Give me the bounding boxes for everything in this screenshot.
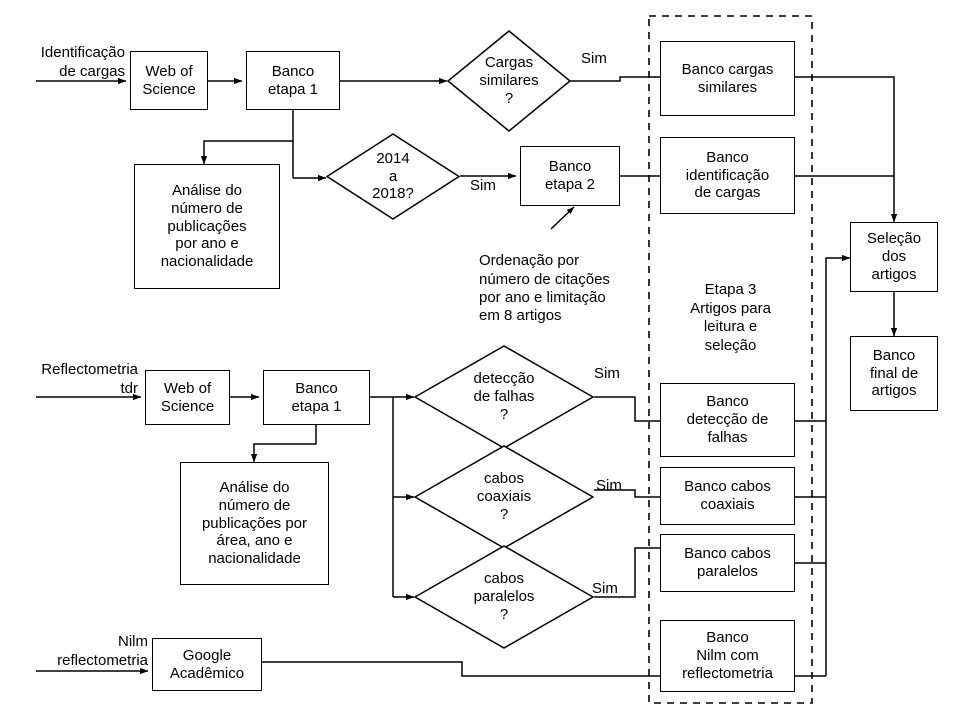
node-label: Banco identificação de cargas <box>685 148 770 202</box>
edge-banco1-to-analise <box>200 140 293 165</box>
diamond-shape <box>326 133 460 220</box>
node-selecao-dos-artigos[interactable]: Seleção dos artigos <box>850 222 938 292</box>
node-analise-publicacoes-ano-nacionalidade[interactable]: Análise do número de publicações por ano… <box>134 164 280 289</box>
edge-label-sim-paralelos: Sim <box>592 580 618 597</box>
input-label-identificacao-de-cargas: Identificação de cargas <box>10 26 125 81</box>
edge-note-to-banco2 <box>550 206 575 230</box>
edge-label-sim-cargas-similares: Sim <box>581 50 607 67</box>
input-label-text: Nilm reflectometria <box>57 633 148 669</box>
node-label: Banco cabos coaxiais <box>684 478 771 513</box>
node-label: Banco final de artigos <box>869 346 919 400</box>
node-banco-cargas-similares[interactable]: Banco cargas similares <box>660 41 795 116</box>
node-label: Análise do número de publicações por áre… <box>201 479 308 568</box>
edge-label-text: Sim <box>596 477 622 494</box>
edge-label-text: Sim <box>470 177 496 194</box>
edge-banco1b-to-analise2 <box>250 425 317 463</box>
node-label: Banco cargas similares <box>681 60 774 96</box>
decision-label: detecção de falhas ? <box>473 370 535 423</box>
decision-cabos-coaxiais[interactable]: cabos coaxiais ? <box>414 445 594 549</box>
node-banco-etapa-1-bottom[interactable]: Banco etapa 1 <box>263 370 370 425</box>
edge-cargas-similares-sim <box>570 73 697 82</box>
node-label: Banco detecção de falhas <box>686 393 769 446</box>
node-label: Web of Science <box>160 379 215 415</box>
node-label: Web of Science <box>142 62 196 98</box>
node-label: Banco Nilm com reflectometria <box>682 629 773 682</box>
input-label-nilm-reflectometria: Nilm reflectometria <box>8 615 148 670</box>
diamond-shape <box>414 545 594 649</box>
edge-label-sim-anos: Sim <box>470 177 496 194</box>
node-banco-cabos-coaxiais[interactable]: Banco cabos coaxiais <box>660 467 795 525</box>
edge-label-text: Sim <box>581 50 607 67</box>
edge-label-sim-deteccao: Sim <box>594 365 620 382</box>
group-label-text: Etapa 3 Artigos para leitura e seleção <box>690 280 771 354</box>
diamond-shape <box>447 30 571 132</box>
node-banco-identificacao-de-cargas[interactable]: Banco identificação de cargas <box>660 137 795 214</box>
annotation-ordenacao-por-numero-de-citacoes: Ordenação por número de citações por ano… <box>479 234 654 325</box>
node-google-academico[interactable]: Google Acadêmico <box>152 638 262 691</box>
decision-deteccao-de-falhas[interactable]: detecção de falhas ? <box>414 345 594 449</box>
input-label-reflectometria-tdr: Reflectometria tdr <box>8 343 138 398</box>
node-label: Análise do número de publicações por ano… <box>160 182 254 271</box>
node-banco-etapa-1-top[interactable]: Banco etapa 1 <box>246 51 340 110</box>
edge-bcargas-right <box>795 76 898 223</box>
annotation-text: Ordenação por número de citações por ano… <box>479 252 610 325</box>
etapa3-dashed-border <box>648 15 813 704</box>
edge-google-to-bnilm <box>262 661 697 680</box>
node-web-of-science-1[interactable]: Web of Science <box>130 51 208 110</box>
input-label-text: Identificação de cargas <box>40 44 125 80</box>
decision-label: Cargas similares ? <box>479 54 539 107</box>
edge-lower-bus-to-selecao <box>825 254 851 676</box>
group-label-etapa-3: Etapa 3 Artigos para leitura e seleção <box>653 262 808 356</box>
node-label: Banco etapa 1 <box>267 62 319 98</box>
edge-label-sim-coaxiais: Sim <box>596 477 622 494</box>
node-banco-cabos-paralelos[interactable]: Banco cabos paralelos <box>660 534 795 592</box>
decision-label: cabos paralelos ? <box>473 570 535 623</box>
node-label: Banco cabos paralelos <box>684 545 771 580</box>
decision-2014-a-2018[interactable]: 2014 a 2018? <box>326 133 460 220</box>
node-banco-final-de-artigos[interactable]: Banco final de artigos <box>850 336 938 411</box>
node-label: Seleção dos artigos <box>866 230 922 283</box>
node-analise-publicacoes-area-ano-nacionalidade[interactable]: Análise do número de publicações por áre… <box>180 462 329 585</box>
node-banco-nilm-com-reflectometria[interactable]: Banco Nilm com reflectometria <box>660 620 795 692</box>
node-label: Banco etapa 1 <box>291 379 342 415</box>
input-label-text: Reflectometria tdr <box>41 361 138 397</box>
decision-label: cabos coaxiais ? <box>476 470 532 523</box>
decision-label: 2014 a 2018? <box>372 149 414 203</box>
edge-label-text: Sim <box>594 365 620 382</box>
edge-label-text: Sim <box>592 580 618 597</box>
node-banco-deteccao-de-falhas[interactable]: Banco detecção de falhas <box>660 383 795 457</box>
node-label: Google Acadêmico <box>169 646 245 682</box>
node-label: Banco etapa 2 <box>544 158 596 193</box>
decision-cargas-similares[interactable]: Cargas similares ? <box>447 30 571 132</box>
node-banco-etapa-2[interactable]: Banco etapa 2 <box>520 146 620 206</box>
node-web-of-science-2[interactable]: Web of Science <box>145 370 230 425</box>
decision-cabos-paralelos[interactable]: cabos paralelos ? <box>414 545 594 649</box>
